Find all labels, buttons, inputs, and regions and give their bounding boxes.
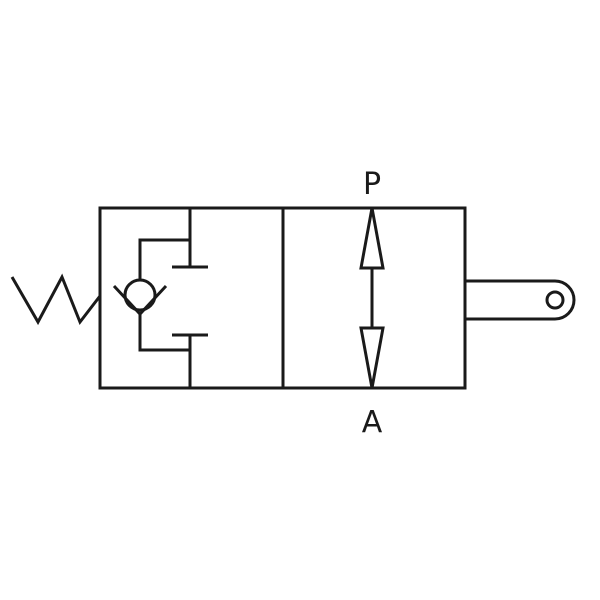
spring-icon xyxy=(10,273,102,326)
flow-arrow-p-a xyxy=(359,207,385,389)
port-label-a: A xyxy=(362,405,383,440)
arrowhead-down-icon xyxy=(359,326,385,389)
arrowhead-up-icon xyxy=(359,207,385,270)
left-position-flow-paths xyxy=(138,208,208,388)
right-position-box xyxy=(281,206,467,390)
roller-plunger-icon xyxy=(465,279,576,321)
port-label-p: P xyxy=(363,167,381,202)
check-valve-icon xyxy=(112,278,168,317)
